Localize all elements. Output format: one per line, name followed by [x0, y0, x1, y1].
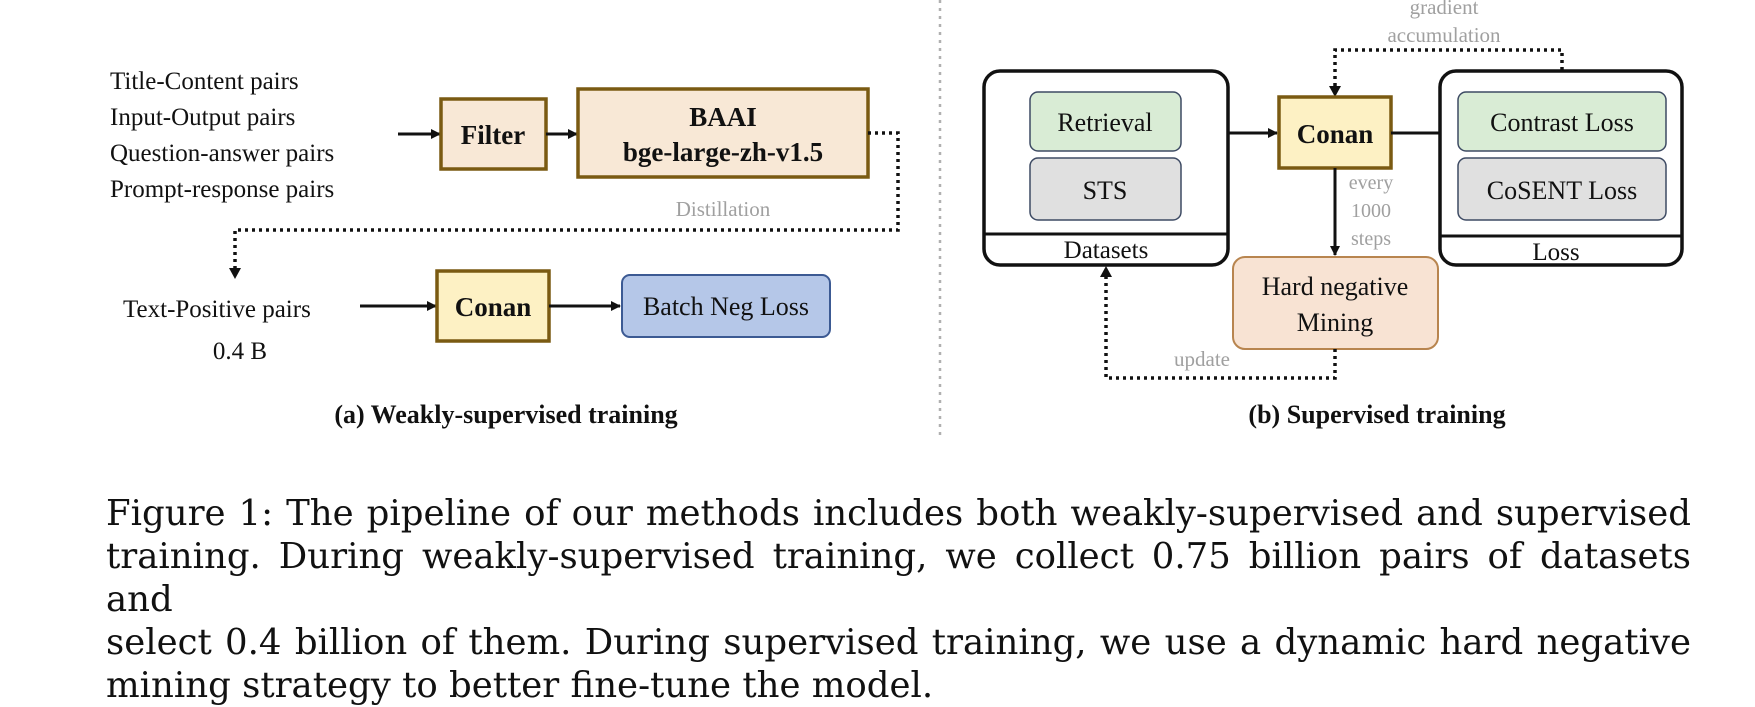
retrieval-label: Retrieval	[1057, 108, 1152, 137]
gradient-arrowhead	[1329, 86, 1341, 97]
input-input-output: Input-Output pairs	[110, 104, 295, 131]
bge-label-line2: bge-large-zh-v1.5	[623, 137, 823, 167]
filter-label: Filter	[461, 120, 525, 150]
contrast-loss-box	[1457, 91, 1667, 152]
sts-label: STS	[1083, 176, 1128, 205]
sts-box	[1029, 157, 1182, 221]
text-positive-label: Text-Positive pairs	[123, 296, 311, 323]
batch-neg-loss-box	[621, 274, 831, 338]
panel-b: gradient accumulation Datasets Retrieval…	[982, 0, 1684, 429]
update-label: update	[1174, 347, 1230, 371]
distillation-path	[233, 131, 900, 268]
gradient-accumulation-path	[1333, 48, 1564, 87]
bge-model-box	[576, 87, 870, 179]
hard-negative-label-line1: Hard negative	[1262, 272, 1409, 301]
retrieval-box	[1029, 91, 1182, 152]
input-prompt-response: Prompt-response pairs	[110, 176, 334, 203]
input-question-answer: Question-answer pairs	[110, 140, 334, 167]
hard-negative-label-line2: Mining	[1297, 308, 1374, 337]
batch-neg-loss-label: Batch Neg Loss	[643, 292, 809, 321]
cosent-loss-box	[1457, 157, 1667, 221]
distillation-label: Distillation	[676, 197, 771, 221]
gradient-label-line2: accumulation	[1387, 23, 1501, 47]
datasets-label: Datasets	[1064, 237, 1149, 264]
update-arrowhead	[1100, 266, 1112, 277]
figure-caption: Figure 1: The pipeline of our methods in…	[106, 492, 1691, 707]
figure-caption-line-4: mining strategy to better fine-tune the …	[106, 665, 934, 706]
panel-b-caption: (b) Supervised training	[1248, 400, 1505, 429]
every-label: every	[1349, 172, 1393, 194]
gradient-label-line1: gradient	[1410, 0, 1479, 19]
input-title-content: Title-Content pairs	[110, 68, 299, 95]
cosent-loss-label: CoSENT Loss	[1487, 176, 1638, 205]
figure-caption-line-2: training. During weakly-supervised train…	[106, 536, 1691, 620]
loss-label: Loss	[1532, 239, 1579, 266]
steps-label: steps	[1351, 228, 1391, 250]
figure-caption-line-1: Figure 1: The pipeline of our methods in…	[106, 493, 1691, 534]
contrast-loss-label: Contrast Loss	[1490, 108, 1634, 137]
conan-label-b: Conan	[1297, 119, 1374, 149]
distillation-arrowhead	[229, 268, 241, 279]
every-1000-label: 1000	[1351, 200, 1391, 222]
text-positive-count: 0.4 B	[213, 338, 267, 365]
bge-label-line1: BAAI	[689, 102, 757, 132]
update-path	[1104, 276, 1337, 380]
filter-box	[439, 97, 548, 171]
panel-a-caption: (a) Weakly-supervised training	[334, 400, 677, 429]
conan-label-a: Conan	[455, 292, 532, 322]
panel-a: Title-Content pairs Input-Output pairs Q…	[110, 68, 900, 429]
figure-caption-line-3: select 0.4 billion of them. During super…	[106, 622, 1691, 663]
